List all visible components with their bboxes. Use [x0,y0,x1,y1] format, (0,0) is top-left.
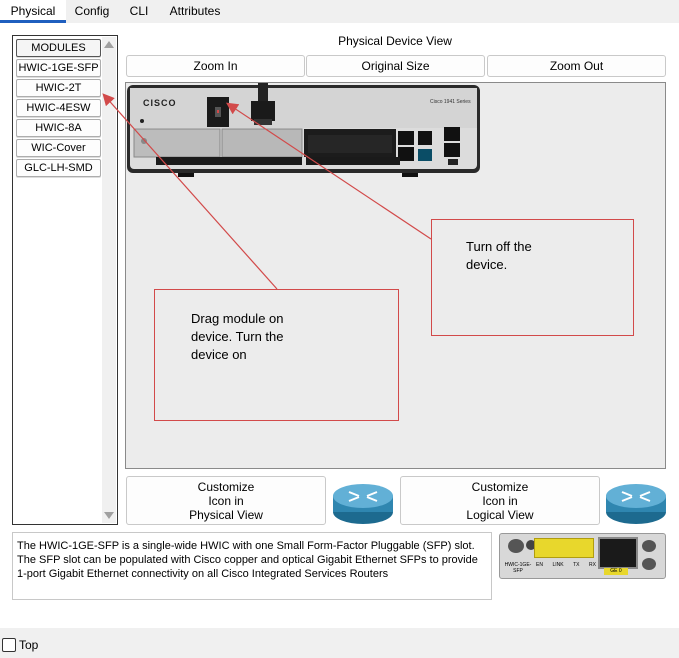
customize-logical-line-1: Customize [471,479,529,494]
module-hwic-2t[interactable]: HWIC-2T [16,79,101,97]
footer-bar: Top [0,630,679,658]
module-hwic-1ge-sfp[interactable]: HWIC-1GE-SFP [16,59,101,77]
top-label: Top [19,638,39,652]
module-preview-image: HWIC-1GE-SFP EN LINK TX RX GE 0 [499,533,666,579]
slot-label: GE 0 [604,568,628,575]
drag-note-line-3: device on [191,347,247,362]
tab-cli[interactable]: CLI [129,4,149,18]
module-description: The HWIC-1GE-SFP is a single-wide HWIC w… [12,532,492,600]
zoom-in-button[interactable]: Zoom In [126,55,305,77]
drag-note-line-1: Drag module on [191,311,284,326]
module-wic-cover[interactable]: WIC-Cover [16,139,101,157]
off-note-line-2: device. [466,257,508,272]
module-glc-lh-smd[interactable]: GLC-LH-SMD [16,159,101,177]
off-note-line-1: Turn off the [466,239,532,254]
module-preview-label: HWIC-1GE-SFP [504,562,532,574]
customize-physical-line-3: Physical View [189,507,263,522]
tab-physical[interactable]: Physical [0,0,66,23]
device-brand-logo: CISCO [143,98,177,108]
customize-logical-button[interactable]: Customize Icon in Logical View [400,476,600,525]
port-en-label: EN [536,562,543,568]
tab-attributes[interactable]: Attributes [169,4,221,18]
port-link-label: LINK [552,562,564,568]
modules-list[interactable]: MODULES HWIC-1GE-SFP HWIC-2T HWIC-4ESW H… [12,35,118,525]
drag-note-line-2: device. Turn the [191,329,284,344]
port-rx-label: RX [589,562,596,568]
router-icon [333,484,393,524]
drag-module-note: Drag module on device. Turn the device o… [154,289,399,421]
customize-logical-line-2: Icon in [482,493,518,508]
physical-device-view-title: Physical Device View [338,34,452,48]
turn-off-note: Turn off the device. [431,219,634,336]
port-tx-label: TX [573,562,580,568]
modules-header: MODULES [16,39,101,57]
customize-physical-line-2: Icon in [208,493,244,508]
router-icon [606,484,666,524]
zoom-out-button[interactable]: Zoom Out [487,55,666,77]
module-hwic-8a[interactable]: HWIC-8A [16,119,101,137]
tab-config[interactable]: Config [74,4,110,18]
scroll-down-icon[interactable] [104,512,114,519]
modules-scrollbar[interactable] [102,37,116,523]
device-model-label: Cisco 1941 Series [430,99,471,105]
top-checkbox[interactable] [2,638,16,652]
customize-physical-line-1: Customize [197,479,255,494]
tab-bar: Physical Config CLI Attributes [0,0,679,23]
customize-physical-button[interactable]: Customize Icon in Physical View [126,476,326,525]
customize-logical-line-3: Logical View [466,507,534,522]
scroll-up-icon[interactable] [104,41,114,48]
module-hwic-4esw[interactable]: HWIC-4ESW [16,99,101,117]
original-size-button[interactable]: Original Size [306,55,485,77]
